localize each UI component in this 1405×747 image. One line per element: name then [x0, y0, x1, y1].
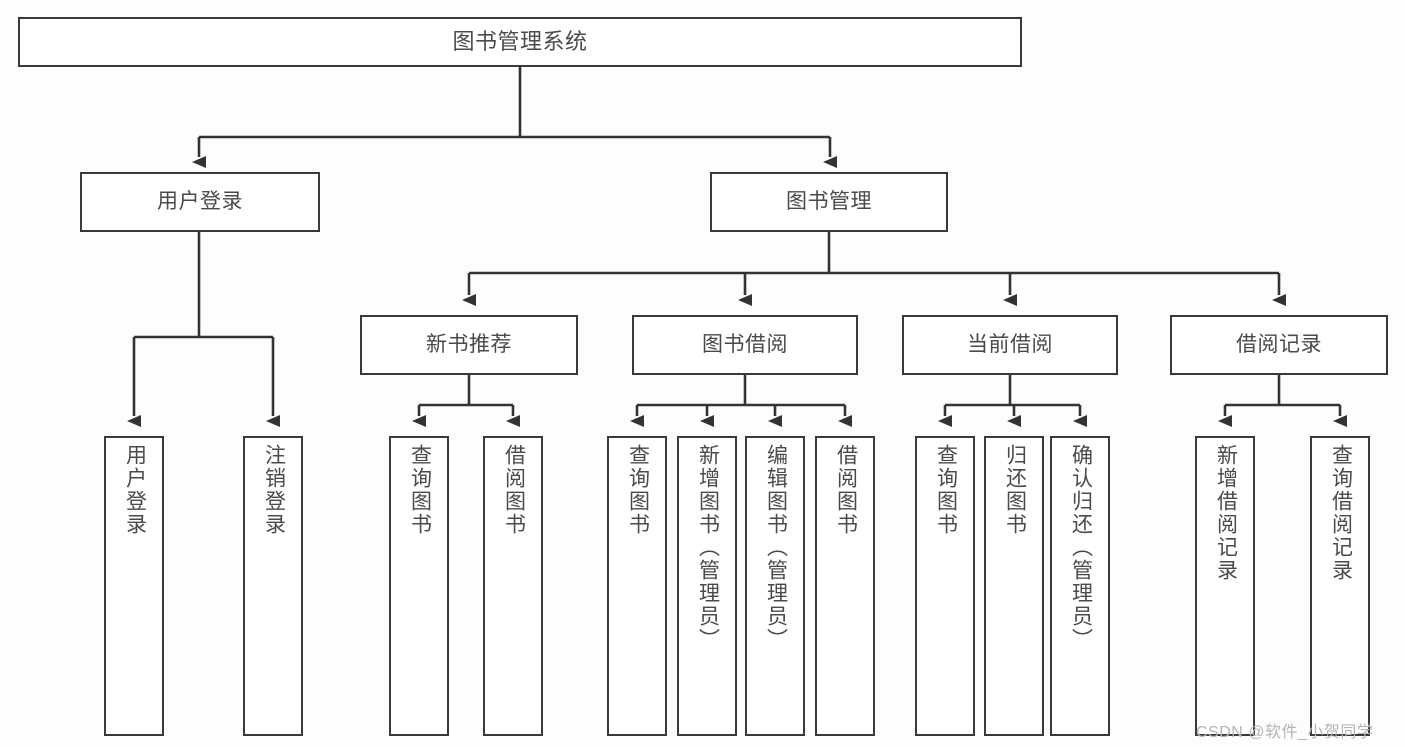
node-label: 归还图书 — [1003, 444, 1027, 536]
node-label: 图书管理系统 — [452, 28, 588, 54]
node-label: 借阅图书 — [502, 444, 526, 536]
node-book-management[interactable]: 图书管理 — [710, 172, 948, 232]
node-label: 注销登录 — [262, 444, 286, 536]
node-label: 用户登录 — [123, 444, 147, 536]
leaf-user-login[interactable]: 用户登录 — [104, 436, 164, 736]
leaf-logout-login[interactable]: 注销登录 — [243, 436, 303, 736]
leaf-return-book[interactable]: 归还图书 — [984, 436, 1044, 736]
node-label: 查询图书 — [934, 444, 958, 536]
csdn-watermark: CSDN @软件_小贺同学 — [1196, 724, 1374, 741]
node-current-borrow[interactable]: 当前借阅 — [902, 315, 1118, 375]
node-label: 新书推荐 — [426, 333, 512, 357]
node-label: 借阅图书 — [834, 444, 858, 536]
node-label: 新增借阅记录 — [1214, 444, 1238, 582]
leaf-edit-book[interactable]: 编辑图书（管理员） — [745, 436, 805, 736]
node-label: 图书借阅 — [702, 333, 788, 357]
node-user-login[interactable]: 用户登录 — [80, 172, 320, 232]
node-root-system[interactable]: 图书管理系统 — [18, 17, 1022, 67]
node-label: 用户登录 — [157, 190, 243, 214]
node-label: 确认归还（管理员） — [1069, 444, 1093, 651]
node-new-book-recommend[interactable]: 新书推荐 — [360, 315, 578, 375]
leaf-add-book[interactable]: 新增图书（管理员） — [677, 436, 737, 736]
node-label: 当前借阅 — [967, 333, 1053, 357]
leaf-add-record[interactable]: 新增借阅记录 — [1195, 436, 1255, 736]
node-label: 查询图书 — [408, 444, 432, 536]
leaf-borrow-book-1[interactable]: 借阅图书 — [483, 436, 543, 736]
node-label: 图书管理 — [786, 190, 872, 214]
leaf-query-record[interactable]: 查询借阅记录 — [1310, 436, 1370, 736]
leaf-query-book-1[interactable]: 查询图书 — [389, 436, 449, 736]
leaf-borrow-book-2[interactable]: 借阅图书 — [815, 436, 875, 736]
node-label: 借阅记录 — [1236, 333, 1322, 357]
node-borrow-record[interactable]: 借阅记录 — [1170, 315, 1388, 375]
leaf-query-book-3[interactable]: 查询图书 — [915, 436, 975, 736]
node-label: 新增图书（管理员） — [696, 444, 720, 651]
node-label: 查询借阅记录 — [1329, 444, 1353, 582]
node-label: 编辑图书（管理员） — [764, 444, 788, 651]
node-label: 查询图书 — [626, 444, 650, 536]
leaf-query-book-2[interactable]: 查询图书 — [607, 436, 667, 736]
node-book-borrow[interactable]: 图书借阅 — [632, 315, 858, 375]
leaf-confirm-return[interactable]: 确认归还（管理员） — [1050, 436, 1110, 736]
